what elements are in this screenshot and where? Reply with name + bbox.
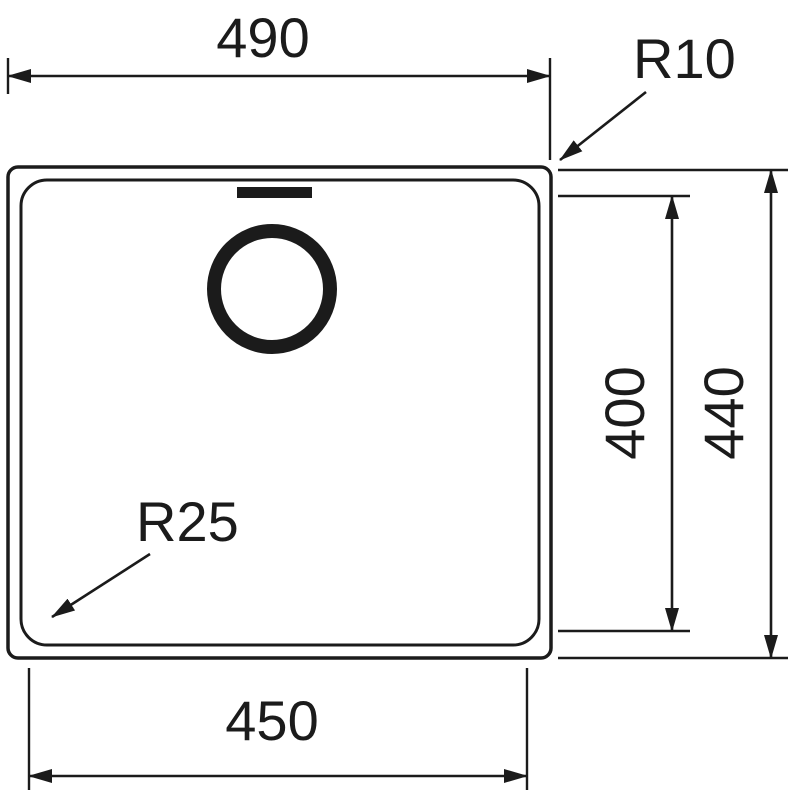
dimension-label-top-width: 490 bbox=[216, 6, 309, 69]
drain-hole-icon bbox=[207, 224, 337, 354]
leader-line-r25 bbox=[51, 552, 151, 619]
dimension-label-inner-height: 400 bbox=[593, 366, 656, 459]
leader-line-r10 bbox=[559, 90, 647, 162]
radius-callout-r25: R25 bbox=[51, 490, 239, 619]
radius-callout-r10: R10 bbox=[559, 27, 736, 162]
dimension-label-bottom-width: 450 bbox=[225, 689, 318, 752]
sink-body bbox=[6, 165, 553, 660]
dimension-bottom-width: 450 bbox=[27, 668, 529, 790]
dimension-outer-height: 440 bbox=[558, 168, 788, 660]
sink-bowl-edge bbox=[19, 178, 541, 647]
dimension-inner-height: 400 bbox=[558, 194, 690, 633]
dimension-top-width: 490 bbox=[6, 6, 552, 160]
overflow-slot bbox=[237, 187, 312, 198]
radius-label-r25: R25 bbox=[136, 490, 239, 553]
radius-label-r10: R10 bbox=[633, 27, 736, 90]
dimension-label-outer-height: 440 bbox=[692, 366, 755, 459]
sink-outer-edge bbox=[6, 165, 553, 660]
